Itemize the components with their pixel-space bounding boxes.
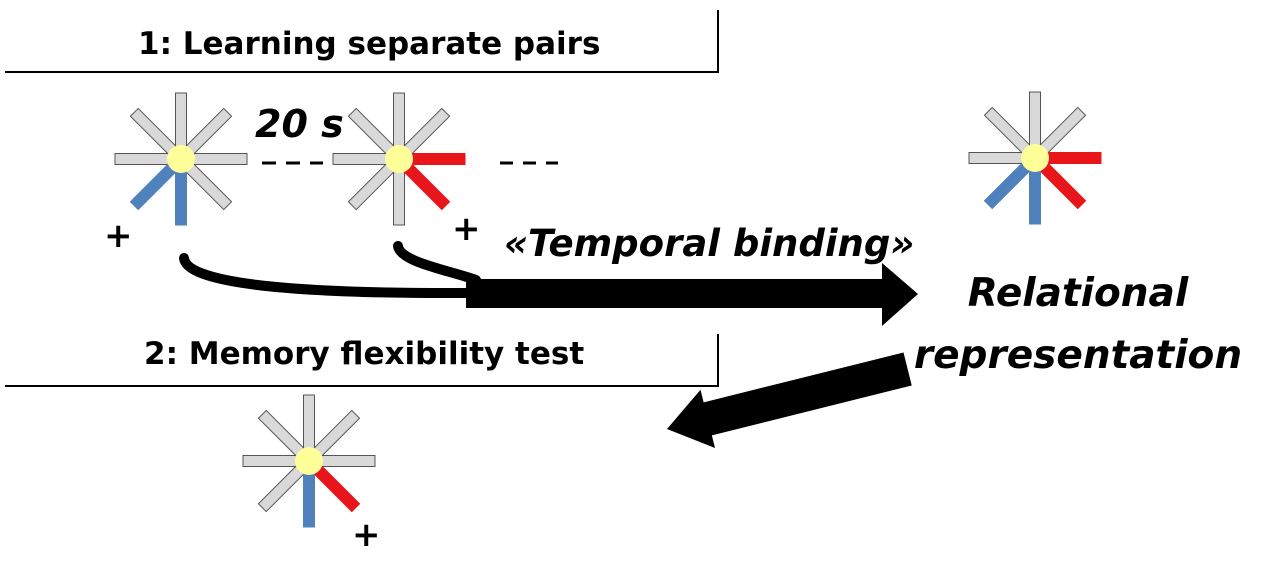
section2-bracket [5,334,719,387]
curve-from-pair-2 [393,241,481,285]
maze-pair-1 [114,92,248,226]
reward-plus-2: + [452,209,481,249]
maze-test [242,394,376,528]
section2-title: 2: Memory flexibility test [144,336,584,372]
section1-title: 1: Learning separate pairs [138,26,600,62]
section1-header: 1: Learning separate pairs [5,10,719,73]
relational-label-line2: representation [914,333,1242,378]
test-arrow [667,352,912,448]
reward-plus-3: + [352,515,381,555]
section1-bracket [5,10,719,73]
binding-arrow [466,263,918,326]
maze-center [295,447,323,475]
maze-combined [968,91,1102,225]
curve-from-pair-1 [179,253,475,299]
maze-center [385,145,413,173]
maze-center [167,145,195,173]
maze-pair-2 [332,92,466,226]
maze-center [1021,144,1049,172]
interval-label: 20 s [255,102,344,146]
relational-label-line1: Relational [968,271,1189,316]
reward-plus-1: + [104,216,133,256]
binding-label: «Temporal binding» [504,222,914,265]
section2-header: 2: Memory flexibility test [5,334,719,387]
